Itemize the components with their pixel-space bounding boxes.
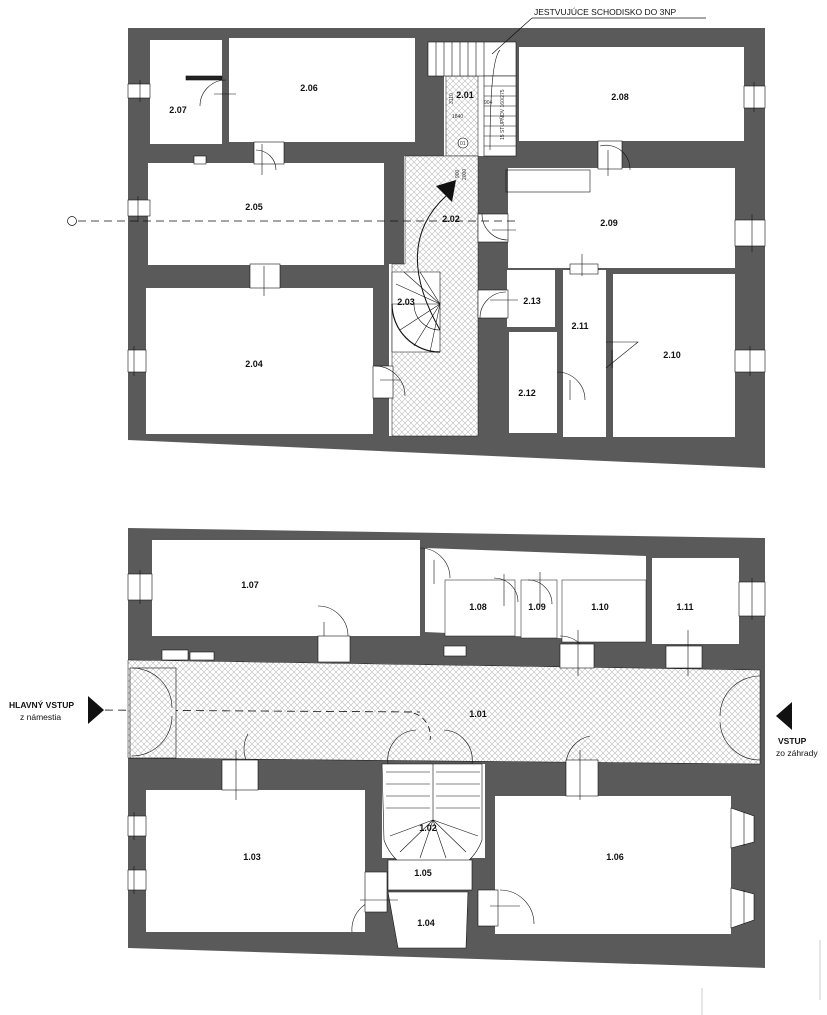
room-2-07: 2.07 [169,105,187,115]
existing-staircase [427,41,517,157]
room-2-12: 2.12 [518,388,536,398]
garden-entrance-title: VSTUP [778,736,807,746]
main-entrance-subtitle: z námestia [20,712,61,722]
hall-clear-zone [394,352,474,407]
spiral-stair-upper [391,271,441,353]
room-2-03: 2.03 [397,297,415,307]
dim-steps: 15 STUPŇOV 160/275 [499,89,506,140]
room-1-11: 1.11 [676,602,693,612]
main-corridor-hatch [127,659,761,765]
room-1-10: 1.10 [591,602,609,612]
room-2-09: 2.09 [600,218,618,228]
room-2-08: 2.08 [611,92,629,102]
garden-entrance-arrow [776,702,792,730]
upper-windows [127,80,766,376]
room-1-06: 1.06 [606,852,624,862]
main-entrance-arrow [88,696,104,724]
ground-doors [129,547,761,933]
dim-900: 900 [455,169,461,178]
room-1-07: 1.07 [241,580,259,590]
upper-doors [185,75,639,401]
entry-route-curve [403,711,431,741]
ground-windows [127,570,766,929]
room-2-11: 2.11 [571,321,588,331]
ground-small-rooms [444,579,647,643]
room-1-02: 1.02 [419,823,437,833]
upper-floor-plan: JESTVUJÚCE SCHODISKO DO 3NP 3110 1840 90… [67,7,766,468]
room-2-04: 2.04 [245,359,263,369]
room-2-02: 2.02 [442,214,460,224]
room-2-13: 2.13 [523,296,541,306]
dim-3110: 3110 [449,93,455,104]
spiral-stair-ground [381,763,483,875]
room-2-10: 2.10 [663,350,681,360]
room-1-05: 1.05 [414,868,432,878]
stair-note-leader [491,17,533,55]
column-marker [457,137,469,149]
dim-904: 904 [484,100,493,106]
room-2-01: 2.01 [456,90,474,100]
column-marker-label: 01 [460,141,466,147]
section-marker [67,216,77,226]
ground-floor-walls [128,528,765,968]
stair-direction-arrow-head [436,180,456,202]
room-2-05: 2.05 [245,202,263,212]
stair-direction-arrow-line [416,195,447,331]
dim-2000: 2000 [462,169,468,180]
room-1-03: 1.03 [243,852,261,862]
room-2-06: 2.06 [300,83,318,93]
ground-floor-plan: HLAVNÝ VSTUP z námestia VSTUP zo záhrady… [9,528,818,968]
room-1-01: 1.01 [469,709,487,719]
garden-entrance-subtitle: zo záhrady [776,748,818,758]
room-1-04-box [387,891,469,949]
dim-1840: 1840 [452,114,463,120]
room-1-09: 1.09 [528,602,546,612]
stair-note: JESTVUJÚCE SCHODISKO DO 3NP [534,7,676,17]
room-1-05-box [387,859,473,891]
room-1-04: 1.04 [417,918,435,928]
main-entrance-title: HLAVNÝ VSTUP [9,699,74,710]
room-1-08: 1.08 [469,602,487,612]
